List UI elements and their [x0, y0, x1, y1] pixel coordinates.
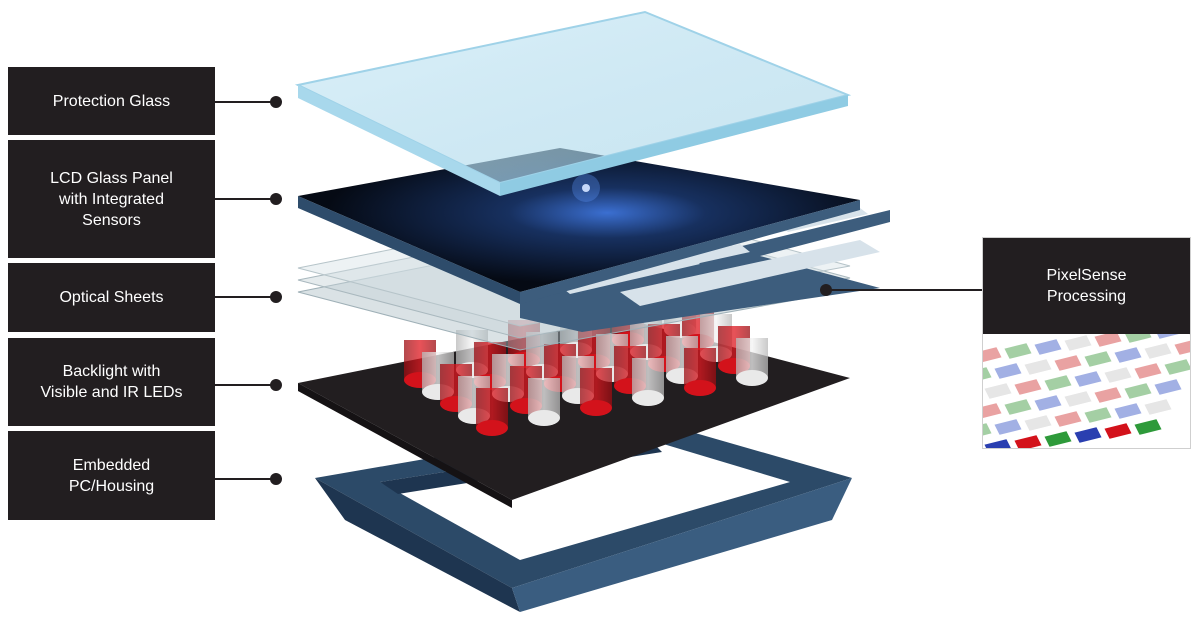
- pixelsense-callout: PixelSense Processing: [982, 237, 1191, 449]
- led-visible: [580, 400, 612, 416]
- pixel-cell: [983, 420, 995, 438]
- pixel-cell: [1041, 428, 1075, 448]
- pixel-cell: [1011, 432, 1045, 448]
- pixel-cell: [1011, 376, 1045, 398]
- pixel-cell: [983, 436, 1014, 448]
- dot-optical-sheets: [270, 291, 282, 303]
- led-grid: [404, 290, 768, 436]
- pixel-cell: [1131, 360, 1165, 382]
- pixel-cell: [1121, 324, 1155, 346]
- led-ir: [632, 390, 664, 406]
- pixel-cell: [991, 360, 1025, 382]
- dot-protection-glass: [270, 96, 282, 108]
- label-backlight-text: Backlight with Visible and IR LEDs: [40, 363, 183, 401]
- pixel-cell: [1031, 392, 1065, 414]
- label-backlight: Backlight with Visible and IR LEDs: [8, 338, 215, 426]
- pixel-cell: [983, 380, 1015, 402]
- pixelsense-callout-text: PixelSense Processing: [1046, 267, 1127, 305]
- label-lcd-panel-text: LCD Glass Panel with Integrated Sensors: [50, 169, 173, 229]
- pixel-cell: [1021, 412, 1055, 434]
- pixel-grid-illustration: [983, 320, 1190, 448]
- pixelsense-callout-title: PixelSense Processing: [983, 238, 1190, 334]
- led-visible: [684, 380, 716, 396]
- leader-dots: [270, 96, 832, 485]
- pixel-cell: [1151, 320, 1185, 342]
- led-ir: [528, 410, 560, 426]
- pixel-cell: [983, 400, 1005, 421]
- label-optical-sheets-text: Optical Sheets: [59, 289, 164, 306]
- label-protection-glass-text: Protection Glass: [52, 92, 171, 110]
- pixel-cell: [1101, 420, 1135, 442]
- dot-embedded-pc: [270, 473, 282, 485]
- pixel-cell: [1101, 364, 1135, 386]
- pixel-cell: [991, 416, 1025, 438]
- pixel-cell: [1111, 344, 1145, 366]
- pixel-cell: [983, 364, 995, 382]
- pixel-cell: [1111, 400, 1145, 422]
- lcd-glass-panel: [298, 148, 890, 332]
- pixel-cell: [1081, 404, 1115, 426]
- pixel-cell: [1031, 336, 1065, 358]
- led-visible: [476, 420, 508, 436]
- pixel-cell: [1061, 332, 1095, 354]
- led-ir: [736, 370, 768, 386]
- label-embedded-pc-text: Embedded PC/Housing: [68, 456, 155, 495]
- pixel-cell: [1081, 348, 1115, 370]
- pixel-cell: [1091, 384, 1125, 406]
- pixel-cell: [1141, 340, 1175, 362]
- pixel-cell: [1131, 416, 1165, 438]
- pixel-cell: [1141, 396, 1175, 418]
- pixel-cell: [1121, 380, 1155, 402]
- pixel-cell: [1151, 376, 1185, 398]
- label-protection-glass: Protection Glass: [8, 67, 215, 135]
- dot-lcd-panel: [270, 193, 282, 205]
- label-optical-sheets: Optical Sheets: [8, 263, 215, 332]
- pixel-cell: [1091, 328, 1125, 350]
- pixel-cell: [983, 344, 1005, 365]
- pixel-cell: [1021, 356, 1055, 378]
- leader-lines: [215, 101, 983, 480]
- dot-pixelsense: [820, 284, 832, 296]
- pixel-cell: [1171, 338, 1190, 358]
- pixel-cell: [1051, 352, 1085, 374]
- pixel-cell: [1071, 424, 1105, 446]
- pixel-cell: [1051, 408, 1085, 430]
- label-lcd-panel: LCD Glass Panel with Integrated Sensors: [8, 140, 215, 258]
- pixel-cell: [1001, 396, 1035, 418]
- dot-backlight: [270, 379, 282, 391]
- pixel-cell: [1161, 356, 1190, 378]
- label-embedded-pc: Embedded PC/Housing: [8, 431, 215, 520]
- protection-glass: [294, 10, 852, 196]
- pixel-cell: [1001, 340, 1035, 362]
- pixel-cell: [1061, 388, 1095, 410]
- pixel-cell: [1041, 372, 1075, 394]
- pixel-cell: [1071, 368, 1105, 390]
